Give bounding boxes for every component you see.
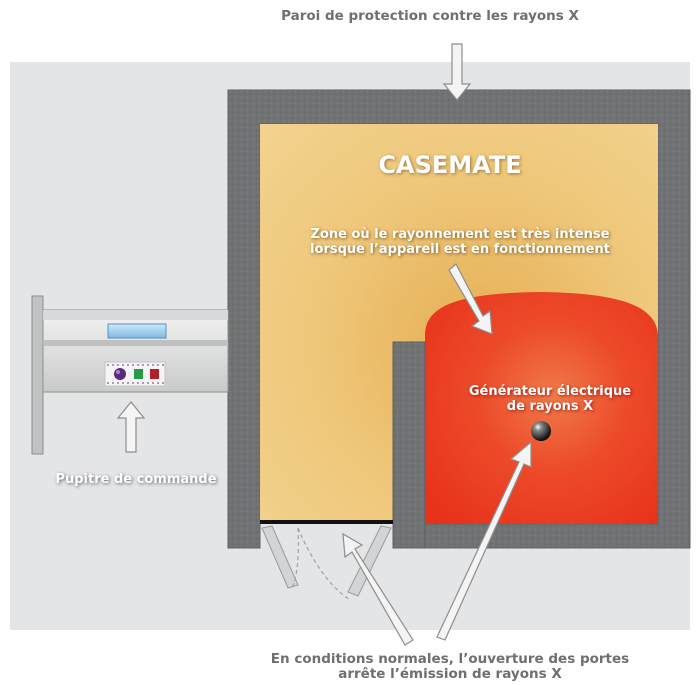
radiation-zone [425,292,658,524]
generator-caption-line-2: de rayons X [506,399,594,414]
arrow-doors [342,532,414,646]
xray-generator [531,421,551,441]
zone-caption-line-2: lorsque l’appareil est en fonctionnement [310,242,610,257]
arrow-wall [442,43,472,101]
generator-caption-line-1: Générateur électrique [468,384,632,399]
control-console [31,295,229,455]
doors-caption: En conditions normales, l’ouverture des … [170,652,699,682]
console-red-button [150,369,159,379]
doors-caption-line-2: arrête l’émission de rayons X [338,666,562,682]
arrow-zone [448,263,493,335]
console-green-button [134,369,143,379]
doors [261,525,392,601]
arrow-console [116,401,146,453]
zone-caption-line-1: Zone où le rayonnement est très intense [310,227,610,242]
console-screen [107,323,167,339]
casemate-title: CASEMATE [378,151,522,179]
console-caption: Pupitre de commande [55,472,217,487]
console-knob [114,368,126,380]
generator-caption: Générateur électrique de rayons X [440,384,660,414]
doors-caption-line-1: En conditions normales, l’ouverture des … [270,651,630,667]
zone-caption: Zone où le rayonnement est très intense … [300,227,620,257]
arrow-generator [436,440,532,641]
wall-caption: Paroi de protection contre les rayons X [281,8,579,24]
inner-wall [392,341,426,549]
